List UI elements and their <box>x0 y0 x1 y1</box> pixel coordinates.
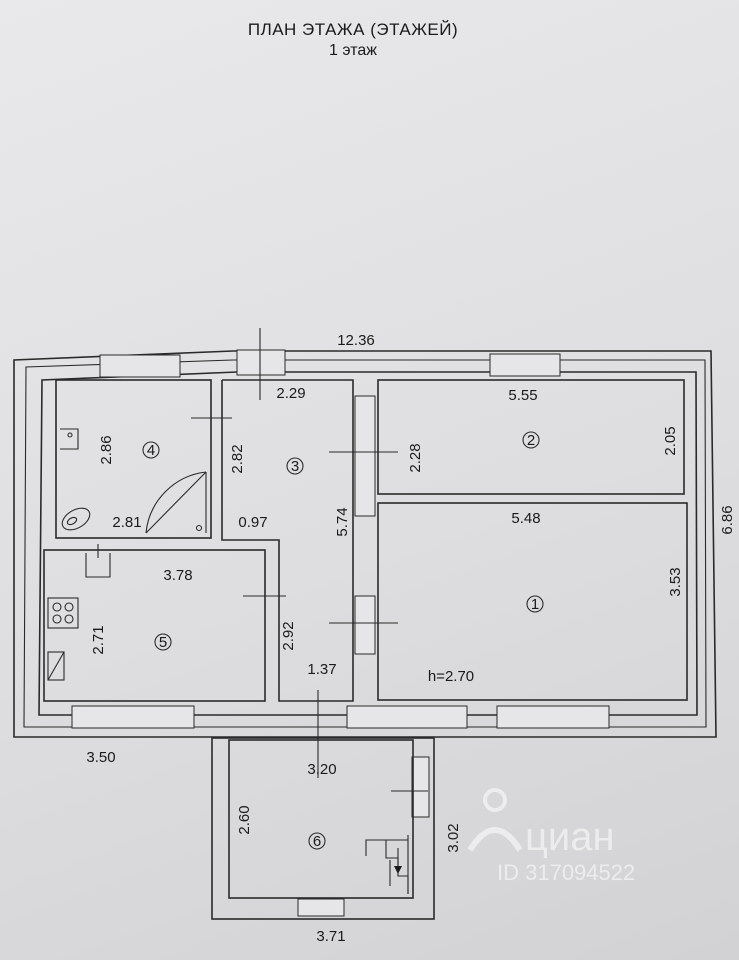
door-swing <box>145 471 207 534</box>
room-number-4: 4 <box>147 442 155 459</box>
dim-room1-depth: 3.53 <box>667 567 684 596</box>
dim-corridor-depth: 2.92 <box>280 621 297 650</box>
room-number-1: 1 <box>531 596 539 613</box>
room-numbers: 4 3 2 1 5 6 <box>142 431 544 850</box>
dim-corridor-bottom: 1.37 <box>307 661 336 678</box>
dim-room4-width: 2.81 <box>112 514 141 531</box>
windows <box>71 349 610 917</box>
dim-room6-outer-width: 3.71 <box>316 928 345 945</box>
room-number-6: 6 <box>313 833 321 850</box>
dim-room4-depth: 2.86 <box>98 435 115 464</box>
dimension-labels: 12.36 2.29 5.55 2.81 0.97 5.48 3.78 1.37… <box>86 332 736 945</box>
dim-porch-offset: 3.50 <box>86 749 115 766</box>
watermark-id: ID 317094522 <box>497 860 635 885</box>
dim-room1-width: 5.48 <box>511 510 540 527</box>
room-number-2: 2 <box>527 432 535 449</box>
dim-room3-width: 2.29 <box>276 385 305 402</box>
dim-room2-width: 5.55 <box>508 387 537 404</box>
interior-walls <box>43 379 688 702</box>
dim-room6-depth-right: 3.02 <box>445 823 462 852</box>
sink-icon <box>85 553 111 578</box>
dim-room6-depth-left: 2.60 <box>236 805 253 834</box>
porch <box>211 737 435 920</box>
room-number-5: 5 <box>159 634 167 651</box>
fixtures <box>47 428 111 681</box>
heater-icon <box>47 651 65 681</box>
floor-label: 1 этаж <box>329 42 377 59</box>
dim-room6-width: 3.20 <box>307 761 336 778</box>
dim-room2-depth-left: 2.28 <box>407 443 424 472</box>
measure-marks <box>191 328 428 792</box>
stove-icon <box>47 597 79 629</box>
watermark: циан ID 317094522 <box>467 788 635 885</box>
toilet-icon <box>61 507 91 531</box>
dim-corridor-width: 0.97 <box>238 514 267 531</box>
dim-overall-width: 12.36 <box>337 332 375 349</box>
dim-room3-depth: 5.74 <box>334 507 351 536</box>
washbasin-icon <box>60 428 79 450</box>
dim-overall-depth: 6.86 <box>719 505 736 534</box>
dim-room2-depth-right: 2.05 <box>662 426 679 455</box>
dim-room5-depth: 2.71 <box>90 625 107 654</box>
plan-title: ПЛАН ЭТАЖА (ЭТАЖЕЙ) <box>247 20 459 39</box>
dim-room1-height: h=2.70 <box>428 668 474 685</box>
room-number-3: 3 <box>291 458 299 475</box>
watermark-brand: циан <box>525 815 615 859</box>
dim-room5-width: 3.78 <box>163 567 192 584</box>
dim-room3-depth-left: 2.82 <box>229 444 246 473</box>
